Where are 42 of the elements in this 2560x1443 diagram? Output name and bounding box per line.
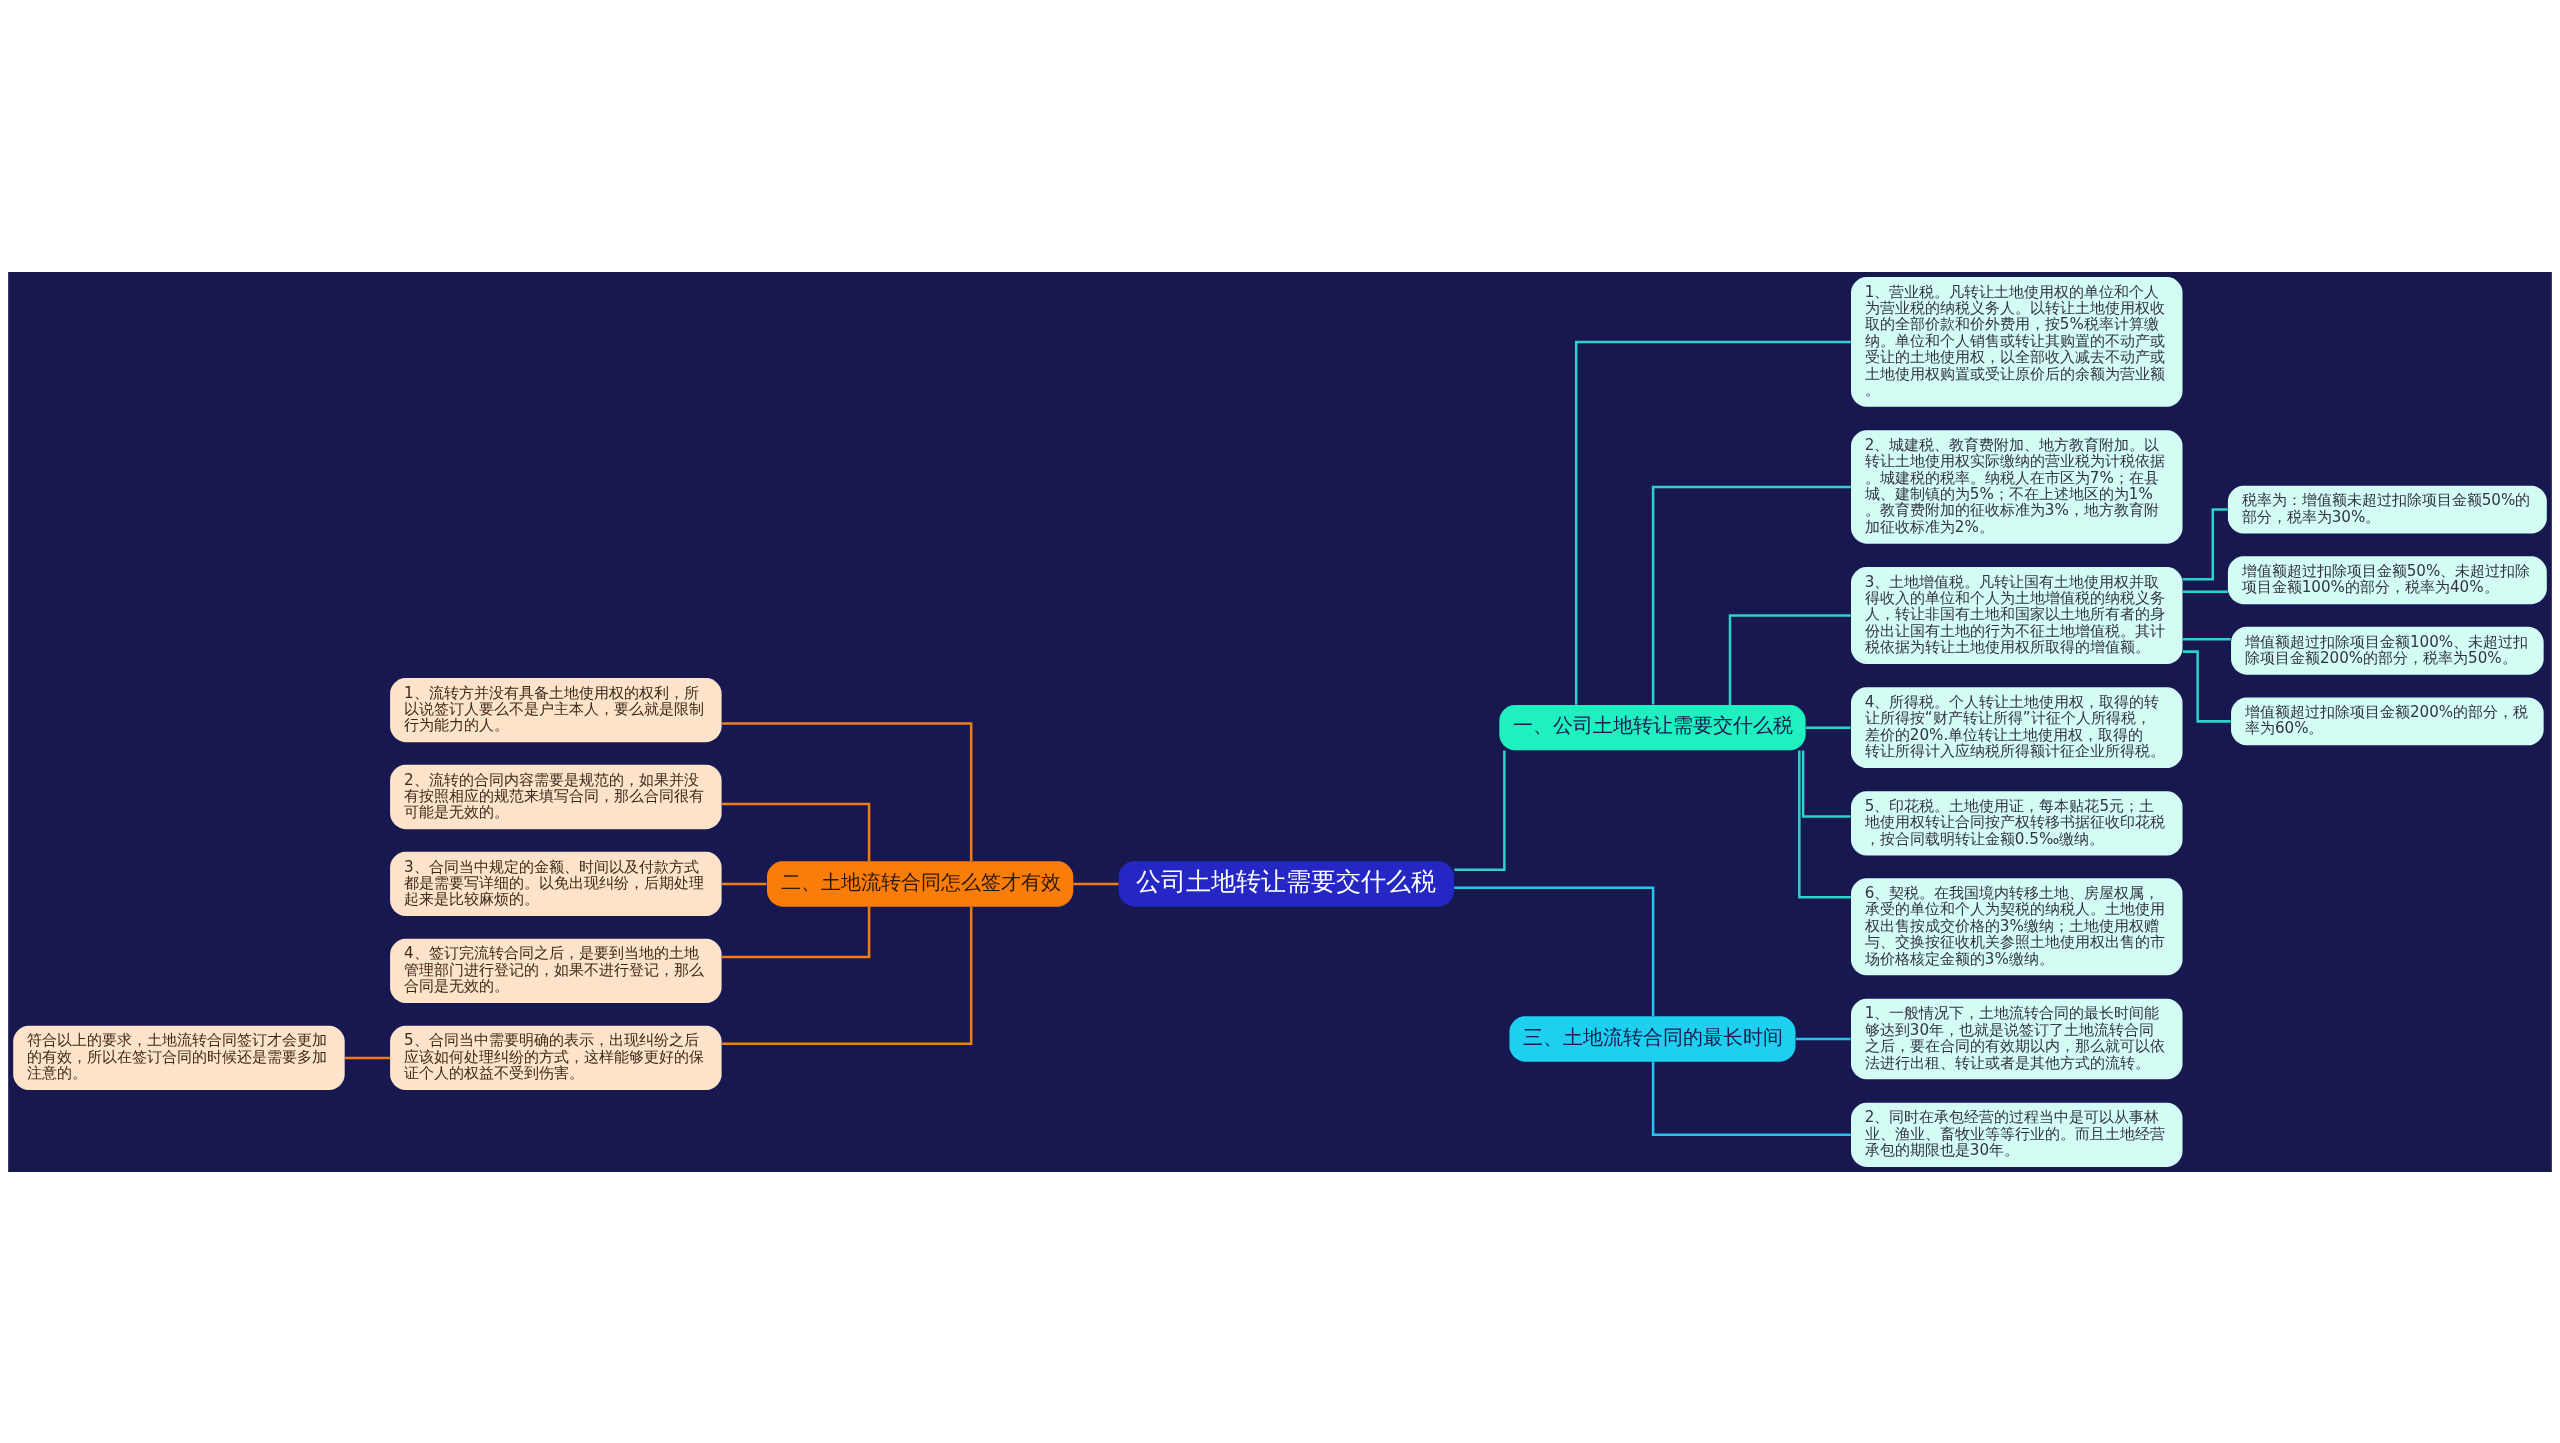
node-box: 3、合同当中规定的金额、时间以及付款方式都是需要写详细的。以免出现纠纷，后期处理起来是比较麻烦的。 [390, 851, 722, 916]
connector [2182, 507, 2228, 581]
node-box: 增值额超过扣除项目金额100%、未超过扣除项目金额200%的部分，税率为50%。 [2231, 626, 2544, 675]
node-box: 三、土地流转合同的最长时间 [1509, 1015, 1796, 1062]
node-box: 1、流转方并没有具备土地使用权的权利，所以说签订人要么不是户主本人，要么就是限制行为能力的人。 [390, 677, 722, 742]
node-box: 1、一般情况下，土地流转合同的最长时间能够达到30年，也就是说签订了土地流转合同之后，要在合同的有效期以内，那么就可以依法进行出租、转让或者是其他方式的流转。 [1851, 998, 2183, 1079]
node-box: 1、营业税。凡转让土地使用权的单位和个人为营业税的纳税义务人。以转让土地使用权收取的全部价款和价外费用，按5%税率计算缴纳。单位和个人销售或转让其购置的不动产或受让的土地使用权，以全部收入减去不动产或土地使用权购置或受让原价后的余额为营业额。 [1851, 276, 2183, 407]
connector [721, 906, 973, 1045]
connector [721, 802, 871, 861]
connector [1795, 1037, 1851, 1040]
connector [721, 906, 871, 958]
connector [2182, 590, 2228, 593]
connector [1651, 485, 1851, 705]
connector [2182, 637, 2231, 640]
connector [344, 1056, 391, 1059]
node-box: 2、流转的合同内容需要是规范的，如果并没有按照相应的规范来填写合同，那么合同很有可能是无效的。 [390, 764, 722, 829]
connector [1805, 725, 1851, 729]
connector [722, 882, 767, 885]
connector [1454, 750, 1506, 871]
connector [1651, 1061, 1851, 1136]
node-box: 符合以上的要求，土地流转合同签订才会更加的有效，所以在签订合同的时候还是需要多加注意的。 [13, 1025, 345, 1090]
node-box: 增值额超过扣除项目金额200%的部分，税率为60%。 [2231, 696, 2544, 745]
node-box: 3、土地增值税。凡转让国有土地使用权并取得收入的单位和个人为土地增值税的纳税义务人，转让非国有土地和国家以土地所有者的身份出让国有土地的行为不征土地增值税。其计税依据为转让土地使用权所取得的增值额。 [1851, 566, 2183, 664]
node-box: 增值额超过扣除项目金额50%、未超过扣除项目金额100%的部分，税率为40%。 [2227, 555, 2547, 604]
node-box: 4、签订完流转合同之后，是要到当地的土地管理部门进行登记的，如果不进行登记，那么合同是无效的。 [390, 938, 722, 1003]
node-box: 2、城建税、教育费附加、地方教育附加。以转让土地使用权实际缴纳的营业税为计税依据。城建税的税率。纳税人在市区为7%；在县城、建制镇的为5%；不在上述地区的为1%。教育费附加的征收标准为3%，地方教育附加征收标准为2%。 [1851, 429, 2183, 544]
connector [721, 721, 973, 861]
node-box: 5、印花税。土地使用证，每本贴花5元；土地使用权转让合同按产权转移书据征收印花税，按合同载明转让金额0.5‰缴纳。 [1851, 790, 2183, 856]
connector [1073, 882, 1119, 885]
connector [1801, 750, 1851, 818]
connector [1454, 886, 1655, 1016]
node-box: 6、契税。在我国境内转移土地、房屋权属，承受的单位和个人为契税的纳税人。土地使用权出售按成交价格的3%缴纳；土地使用权赠与、交换按征收机关参照土地使用权出售的市场价格核定金额的3%缴纳。 [1851, 877, 2183, 975]
node-box: 公司土地转让需要交什么税 [1118, 860, 1454, 907]
node-box: 二、土地流转合同怎么签才有效 [766, 860, 1074, 907]
node-box: 5、合同当中需要明确的表示，出现纠纷之后应该如何处理纠纷的方式，这样能够更好的保证个人的权益不受到伤害。 [390, 1025, 722, 1090]
connector [1574, 340, 1851, 705]
connector [1728, 613, 1851, 705]
node-box: 4、所得税。个人转让土地使用权，取得的转让所得按“财产转让所得”计征个人所得税，差价的20%.单位转让土地使用权，取得的转让所得计入应纳税所得额计征企业所得税。 [1851, 686, 2183, 768]
node-box: 税率为：增值额未超过扣除项目金额50%的部分，税率为30%。 [2227, 485, 2547, 534]
connector [1798, 750, 1851, 898]
node-box: 2、同时在承包经营的过程当中是可以从事林业、渔业、畜牧业等等行业的。而且土地经营承包的期限也是30年。 [1851, 1102, 2183, 1167]
node-box: 一、公司土地转让需要交什么税 [1499, 704, 1806, 750]
